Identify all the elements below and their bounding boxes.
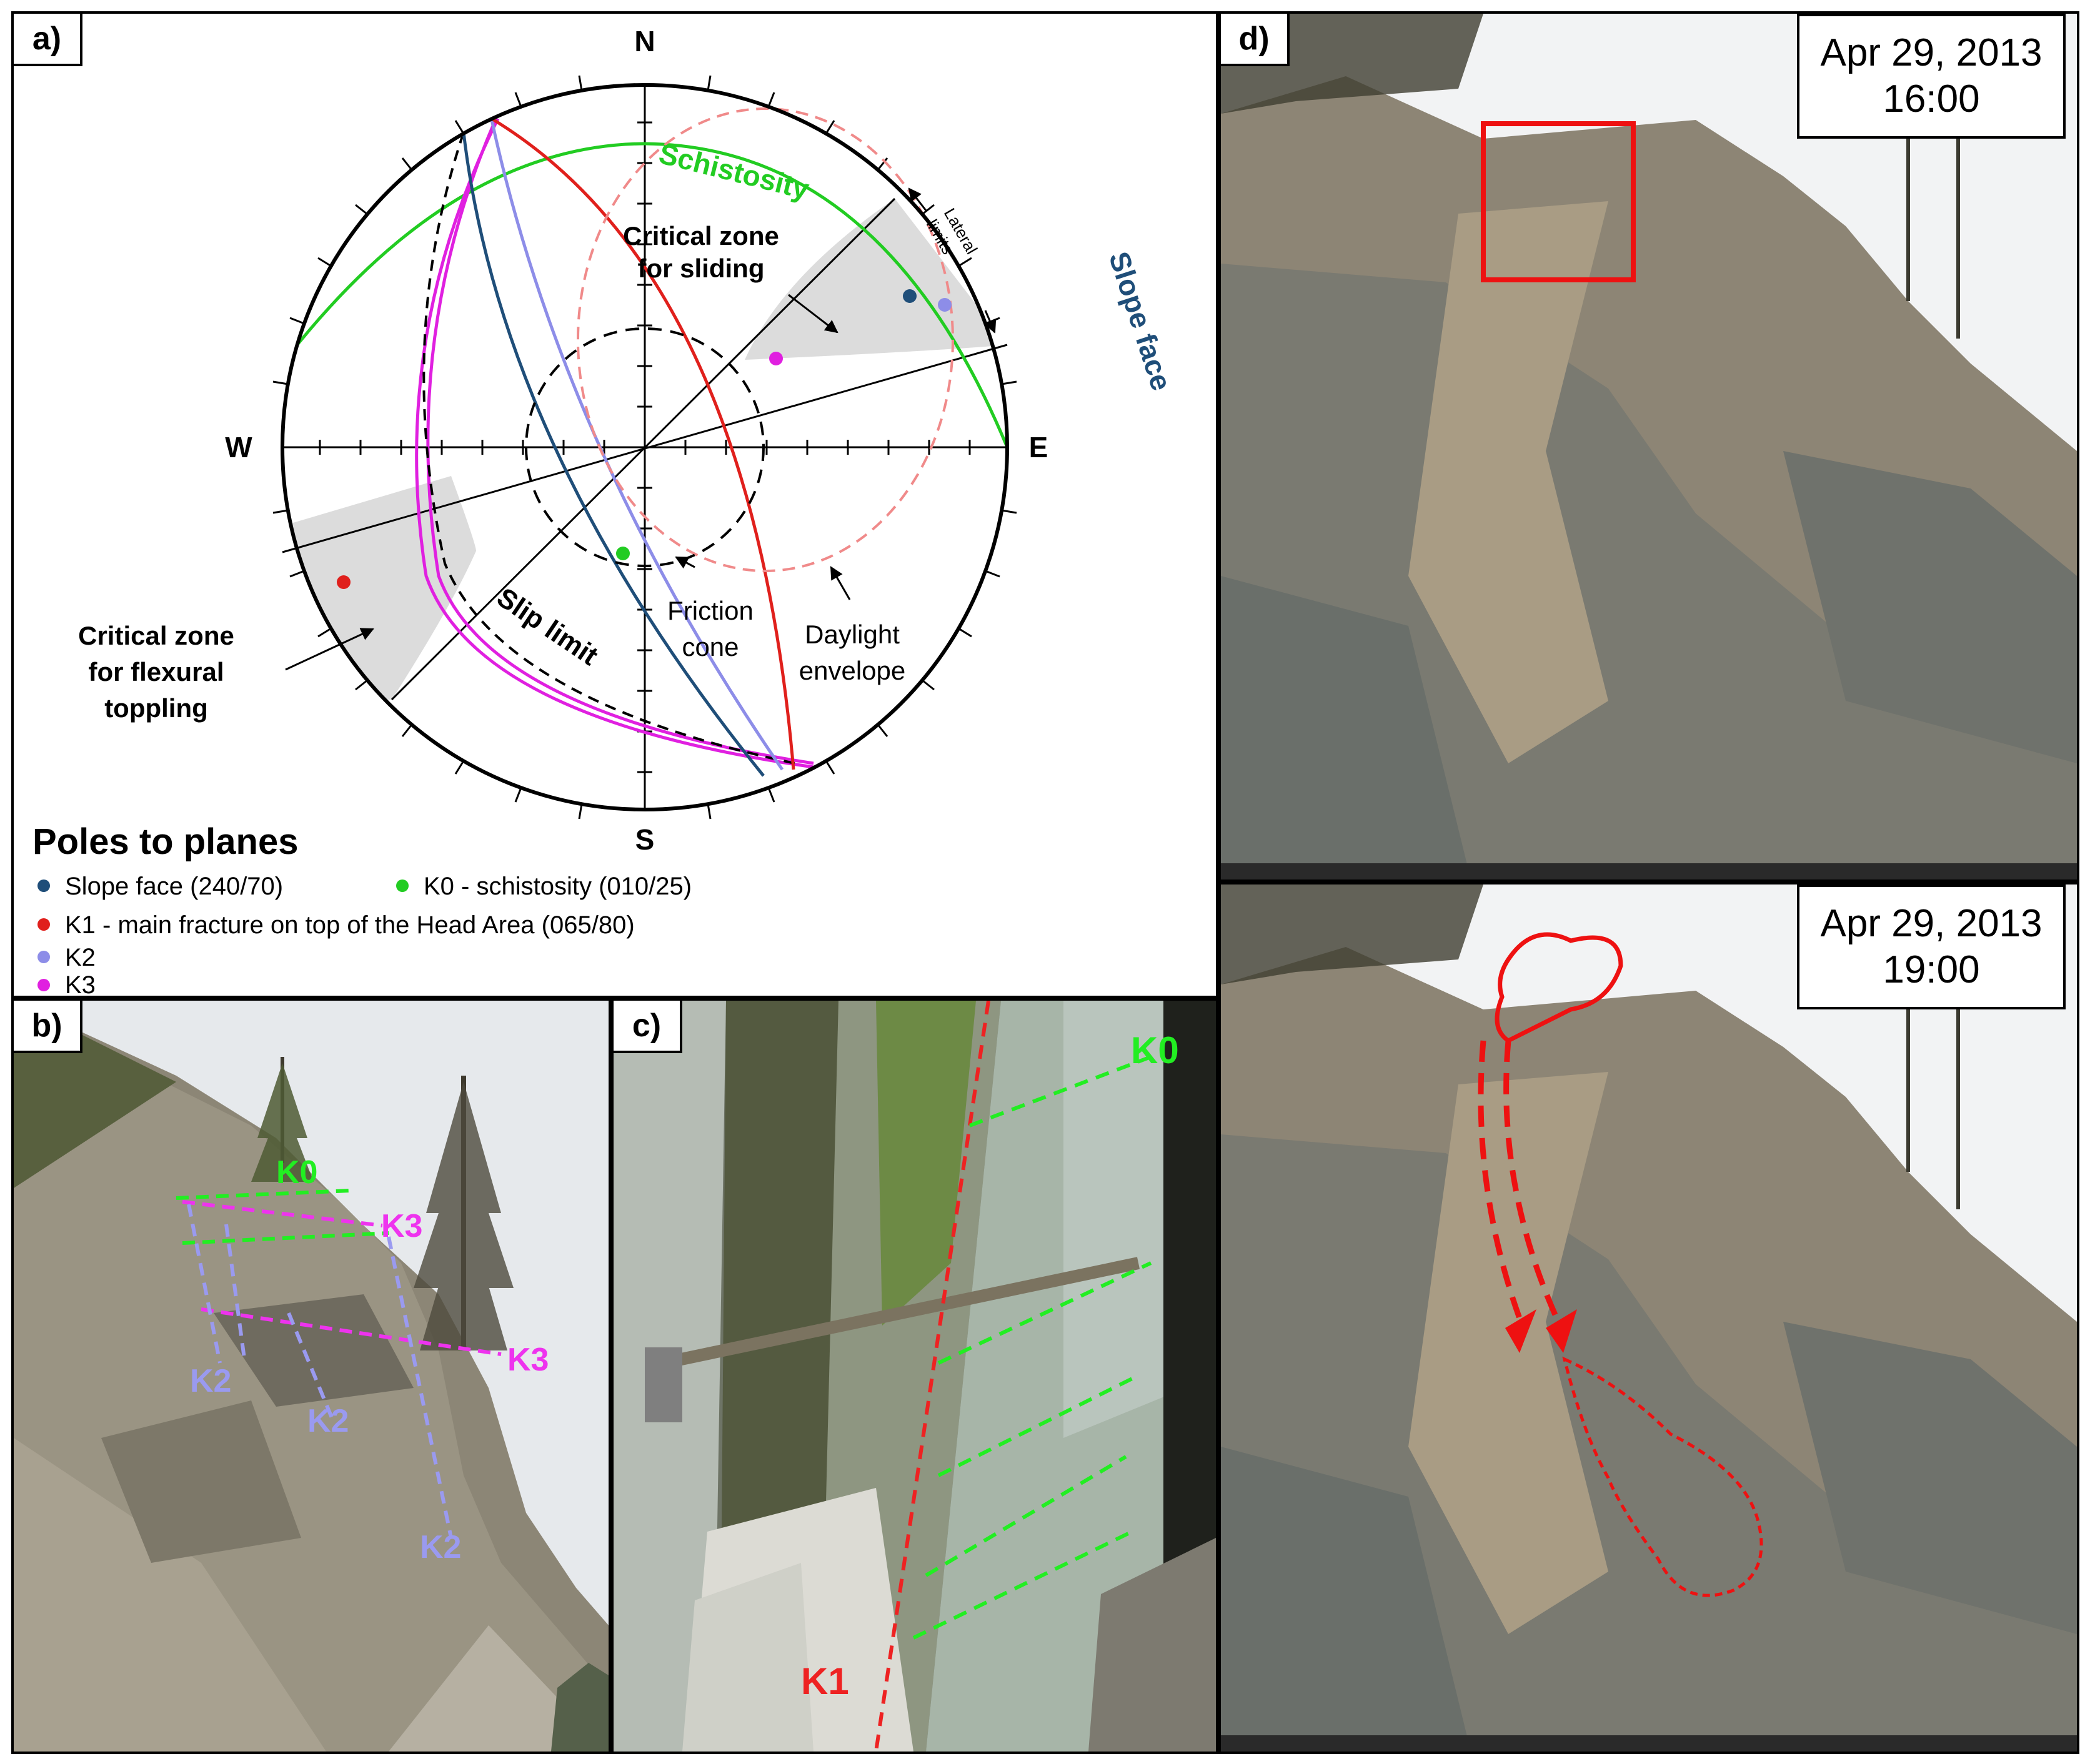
- panel-b-photo: K0 K3 K3 K2 K2 K2 b): [11, 998, 611, 1754]
- panel-c-photo: K0 K1 c): [611, 998, 1218, 1754]
- flow-arrowhead-left: [1505, 1309, 1536, 1353]
- pole-k3: [769, 352, 783, 365]
- sliding-zone-label-1: Critical zone: [623, 221, 779, 250]
- b-k0-line-2: [182, 1231, 389, 1245]
- stereonet-diagram: N S E W Schistosity Slope face Slip limi…: [32, 25, 1178, 996]
- c-k0-line-3: [937, 1374, 1140, 1477]
- west-label: W: [225, 431, 252, 463]
- lateral-limit-arrow-bottom: [983, 310, 997, 334]
- webcam-photo-before: [1221, 14, 2077, 880]
- c-k0-line-1: [968, 1055, 1152, 1127]
- webcam-photo-after: [1221, 884, 2077, 1752]
- c-k0-label: K0: [1131, 1029, 1179, 1071]
- panel-a-stereonet: a): [11, 11, 1218, 998]
- flow-path-left: [1478, 1040, 1524, 1323]
- legend-dot-k2: [37, 951, 50, 963]
- panel-a-label: a): [14, 14, 82, 66]
- sliding-zone-arrow: [788, 294, 838, 334]
- b-k3-label-2: K3: [507, 1342, 549, 1378]
- legend-label-k1: K1 - main fracture on top of the Head Ar…: [65, 911, 635, 939]
- b-k3-line-2: [201, 1307, 502, 1356]
- legend-label-k0: K0 - schistosity (010/25): [424, 873, 692, 900]
- timestamp-after: Apr 29, 2013 19:00: [1797, 884, 2066, 1009]
- daylight-envelope-label-1: Daylight: [805, 620, 900, 649]
- friction-cone-label-1: Friction: [667, 596, 754, 625]
- timestamp-before-date: Apr 29, 2013: [1820, 31, 2043, 74]
- pole-k0: [616, 547, 630, 560]
- friction-cone: [525, 327, 765, 567]
- toppling-zone-label-2: for flexural: [88, 657, 224, 686]
- primitive-ticks: [272, 75, 1017, 820]
- k1-great-circle: [490, 117, 795, 770]
- slip-limit-circle: [422, 132, 795, 765]
- panel-d-bottom-photo: Apr 29, 2013 19:00: [1218, 882, 2079, 1754]
- lateral-limit-lines: [282, 197, 1008, 701]
- c-k0-line-4: [925, 1455, 1127, 1577]
- b-k3-line-1: [182, 1200, 383, 1227]
- panel-b-label: b): [14, 1001, 82, 1053]
- c-k1-label: K1: [801, 1660, 849, 1702]
- toppling-zone-label-3: toppling: [104, 693, 208, 723]
- deposit-outline: [1562, 1356, 1763, 1597]
- panel-c-label: c): [614, 1001, 682, 1053]
- c-k1-line: [874, 1001, 990, 1752]
- schistosity-great-circle: [282, 142, 1007, 448]
- legend-label-k3: K3: [65, 971, 96, 996]
- panel-d-top-photo: d) Apr 29, 2013 16:00: [1218, 11, 2079, 882]
- legend-dot-slope-face: [37, 880, 50, 892]
- b-k2-line-4: [387, 1236, 453, 1539]
- c-k0-line-2: [937, 1261, 1152, 1365]
- detached-block-outline: [1495, 932, 1623, 1044]
- b-k3-label-1: K3: [381, 1208, 422, 1244]
- c-k0-line-5: [912, 1530, 1133, 1640]
- b-k2-line-1: [187, 1204, 222, 1364]
- flow-path-right: [1503, 1040, 1561, 1323]
- legend-dot-k0: [396, 880, 409, 892]
- pole-k2: [938, 298, 952, 312]
- legend-dot-k1: [37, 918, 50, 931]
- daylight-envelope: [577, 107, 954, 572]
- b-k2-line-2: [224, 1224, 247, 1364]
- legend-title: Poles to planes: [32, 821, 298, 862]
- friction-cone-label-2: cone: [682, 632, 739, 662]
- b-k2-label-3: K2: [420, 1529, 461, 1565]
- axis-ticks: [319, 121, 971, 773]
- k3-great-circle: [415, 117, 814, 769]
- b-k0-label: K0: [276, 1154, 317, 1191]
- daylight-envelope-arrow: [830, 566, 851, 600]
- schistosity-label: Schistosity: [656, 137, 813, 206]
- b-k2-label-1: K2: [190, 1363, 231, 1399]
- east-label: E: [1029, 431, 1048, 463]
- k2-great-circle: [490, 119, 784, 771]
- slope-face-label: Slope face: [1103, 247, 1178, 394]
- slip-limit-label: Slip limit: [491, 582, 604, 671]
- sliding-zone-label-2: for sliding: [638, 254, 765, 283]
- legend-label-k2: K2: [65, 944, 96, 971]
- primitive-circle: [281, 83, 1009, 811]
- timestamp-after-time: 19:00: [1883, 948, 1980, 991]
- panel-d-label: d): [1221, 14, 1290, 66]
- lateral-limit-arrow-top: [908, 187, 927, 211]
- south-label: S: [635, 823, 655, 856]
- friction-cone-arrow: [675, 556, 695, 569]
- b-k0-line-1: [176, 1189, 352, 1200]
- flow-arrowhead-right: [1546, 1309, 1577, 1353]
- toppling-zone-label-1: Critical zone: [78, 621, 234, 650]
- release-area-box: [1481, 121, 1636, 282]
- timestamp-before: Apr 29, 2013 16:00: [1797, 14, 2066, 139]
- north-label: N: [634, 25, 655, 57]
- toppling-zone-arrow: [285, 628, 374, 671]
- legend-dot-k3: [37, 979, 50, 991]
- daylight-envelope-label-2: envelope: [799, 656, 905, 685]
- fracture-photo: K0 K1: [614, 1001, 1216, 1752]
- k3-great-circle-inner: [426, 121, 814, 765]
- timestamp-after-date: Apr 29, 2013: [1820, 902, 2043, 945]
- pole-slope-face: [903, 289, 917, 303]
- legend-label-slope-face: Slope face (240/70): [65, 873, 283, 900]
- timestamp-before-time: 16:00: [1883, 77, 1980, 121]
- b-k2-label-2: K2: [307, 1403, 349, 1439]
- outcrop-photo: K0 K3 K3 K2 K2 K2: [14, 1001, 609, 1752]
- pole-k1: [337, 575, 351, 589]
- slope-face-great-circle: [462, 132, 765, 777]
